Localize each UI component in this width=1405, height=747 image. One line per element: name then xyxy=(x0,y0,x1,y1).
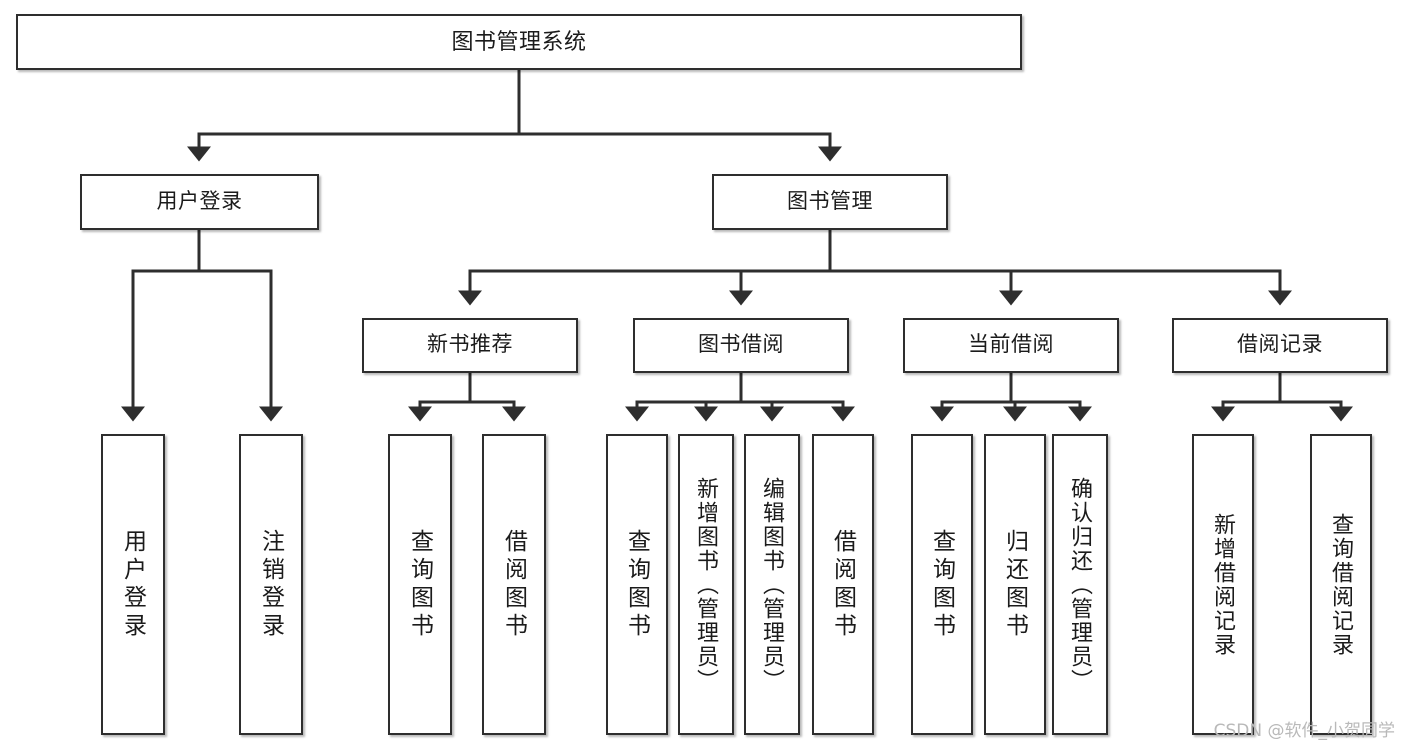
node-leaf-add-record-label: 新增借阅记录 xyxy=(1211,512,1236,657)
node-book-borrow-label: 图书借阅 xyxy=(698,333,784,357)
node-borrow-record-label: 借阅记录 xyxy=(1237,333,1323,357)
node-leaf-user-login[interactable]: 用户登录 xyxy=(101,434,165,735)
node-user-login[interactable]: 用户登录 xyxy=(80,174,319,230)
node-leaf-add-book-label: 新增图书（管理员） xyxy=(694,476,719,693)
csdn-watermark: CSDN @软件_小贺同学 xyxy=(1213,721,1395,741)
node-borrow-record[interactable]: 借阅记录 xyxy=(1172,318,1388,373)
node-new-book-rec-label: 新书推荐 xyxy=(427,333,513,357)
node-current-borrow-label: 当前借阅 xyxy=(968,333,1054,357)
node-book-manage[interactable]: 图书管理 xyxy=(712,174,948,230)
node-leaf-return-book[interactable]: 归还图书 xyxy=(984,434,1046,735)
node-leaf-add-book[interactable]: 新增图书（管理员） xyxy=(678,434,734,735)
node-leaf-edit-book[interactable]: 编辑图书（管理员） xyxy=(744,434,800,735)
node-leaf-query-book-2-label: 查询图书 xyxy=(624,528,651,641)
node-book-borrow[interactable]: 图书借阅 xyxy=(633,318,849,373)
node-leaf-borrow-book-2-label: 借阅图书 xyxy=(830,528,857,641)
node-user-login-label: 用户登录 xyxy=(156,189,243,213)
node-leaf-add-record[interactable]: 新增借阅记录 xyxy=(1192,434,1254,735)
node-leaf-query-record[interactable]: 查询借阅记录 xyxy=(1310,434,1372,735)
node-leaf-query-record-label: 查询借阅记录 xyxy=(1329,512,1354,657)
node-leaf-user-login-label: 用户登录 xyxy=(120,528,147,641)
node-leaf-borrow-book-2[interactable]: 借阅图书 xyxy=(812,434,874,735)
node-book-manage-label: 图书管理 xyxy=(787,189,873,213)
node-leaf-borrow-book-1[interactable]: 借阅图书 xyxy=(482,434,546,735)
node-new-book-rec[interactable]: 新书推荐 xyxy=(362,318,578,373)
node-leaf-query-book-1-label: 查询图书 xyxy=(407,528,434,641)
node-current-borrow[interactable]: 当前借阅 xyxy=(903,318,1119,373)
node-leaf-user-logout-label: 注销登录 xyxy=(258,528,285,641)
node-leaf-query-book-1[interactable]: 查询图书 xyxy=(388,434,452,735)
node-leaf-confirm-return-label: 确认归还（管理员） xyxy=(1068,476,1093,693)
node-leaf-query-book-3-label: 查询图书 xyxy=(929,528,956,641)
node-root[interactable]: 图书管理系统 xyxy=(16,14,1022,70)
node-leaf-borrow-book-1-label: 借阅图书 xyxy=(501,528,528,641)
node-leaf-query-book-3[interactable]: 查询图书 xyxy=(911,434,973,735)
node-leaf-user-logout[interactable]: 注销登录 xyxy=(239,434,303,735)
node-leaf-query-book-2[interactable]: 查询图书 xyxy=(606,434,668,735)
node-root-label: 图书管理系统 xyxy=(451,29,587,55)
node-leaf-confirm-return[interactable]: 确认归还（管理员） xyxy=(1052,434,1108,735)
node-leaf-return-book-label: 归还图书 xyxy=(1002,528,1029,641)
node-leaf-edit-book-label: 编辑图书（管理员） xyxy=(760,476,785,693)
